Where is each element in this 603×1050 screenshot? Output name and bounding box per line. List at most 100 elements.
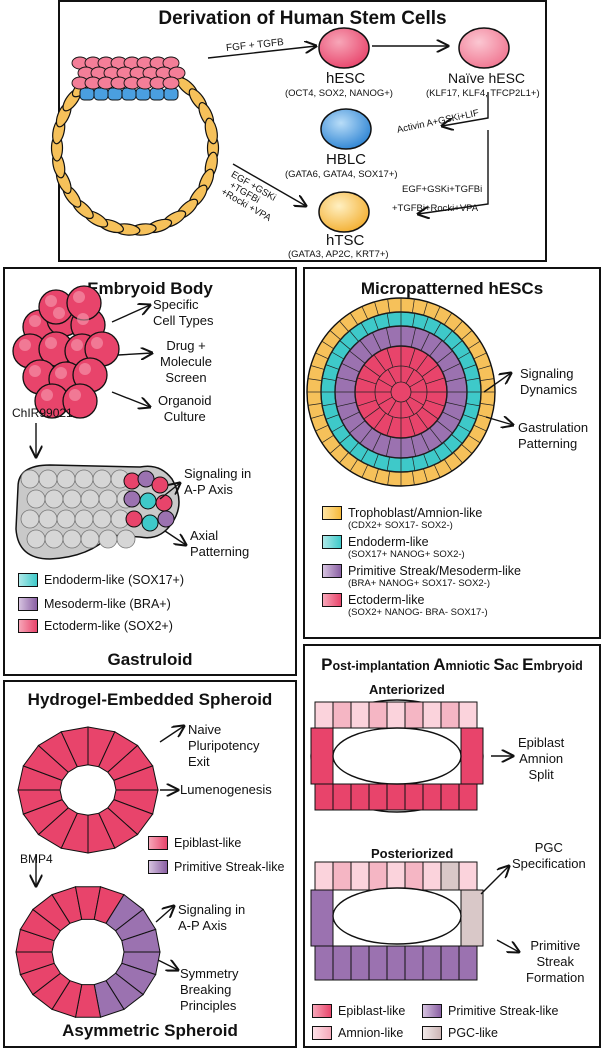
epiblast-cell [440,783,460,811]
hesc-markers: (OCT4, SOX2, NANOG+) [285,88,393,99]
cell-border [359,340,373,357]
gastruloid-cell [26,489,46,509]
cell-border [415,354,429,372]
cell-border [445,376,466,383]
hblc-cell-icon [320,108,372,150]
side-cell [460,889,484,947]
epiblast-cell [458,783,478,811]
trophoblast-markers: (CDX2+ SOX17- SOX2-) [348,520,453,531]
cell-border [360,448,369,462]
anteriorized-label: Anteriorized [369,682,445,697]
streak-cell [386,945,406,981]
amnion-cell [332,701,352,729]
gastruloid-tip-cell [125,510,143,528]
amnion-cell [458,861,478,891]
eb-signaling-label: Signaling in A-P Axis [184,466,252,497]
cell-border [473,424,487,432]
streak-cell [422,945,442,981]
hypoblast-cell [107,87,123,101]
eb-highlight [73,291,85,303]
cell-border [412,471,415,486]
embryoid-title: Embryoid Body [87,279,213,298]
cell-border [433,448,442,462]
cell-border [385,327,392,348]
lumenogenesis-label: Lumenogenesis [180,782,272,797]
cell-border [374,301,379,316]
cell-border [386,313,390,328]
pase-top-lumen [332,727,462,785]
legend-primitive-streak-hg: Primitive Streak-like [148,860,284,874]
gastruloid-tip-cell [141,514,159,532]
cell-border [322,377,337,381]
organoid-culture-label: Organoid Culture [158,393,212,424]
cell-border [307,378,322,381]
cell-border [443,330,453,342]
cell-border [325,414,340,420]
endoderm-mp-swatch [322,535,342,549]
gastruloid-cell [20,469,40,489]
epiblast-pase-swatch [312,1004,332,1018]
eb-highlight [19,339,31,351]
cell-border [433,306,441,320]
streak-cell [440,945,460,981]
hypoblast-cell [121,87,137,101]
cell-border [409,396,424,406]
cell-border [331,424,345,433]
cell-border [341,363,360,373]
cell-border [359,427,373,444]
streak-cell [404,945,424,981]
endoderm-mp-markers: (SOX17+ NANOG+ SOX2-) [348,549,465,560]
side-cell [310,727,334,785]
cell-border [373,354,387,372]
cell-border [410,436,417,457]
epiblast-cell [162,76,180,90]
amnion-cell [440,701,460,729]
cell-border [349,459,359,472]
cell-border [453,320,463,332]
streak-cell [368,945,388,981]
eb-highlight [79,363,91,375]
ectoderm-swatch [18,619,38,633]
side-cell [310,889,334,947]
epiblast-cell [422,783,442,811]
gastruloid-cell [38,509,58,529]
gastruloid-cell [92,469,112,489]
pgc-pase-swatch [422,1026,442,1040]
gastruloid-tip-cell [157,510,175,528]
cell-border [421,364,439,378]
cell-border [325,364,340,370]
primitive-streak-mp-swatch [322,564,342,578]
cell-border [360,322,369,336]
eb-highlight [71,339,83,351]
arrow-to-pgc [480,866,509,895]
cell-border [349,330,359,342]
cell-border [387,298,390,313]
pgc-specification-label: PGC Specification [512,840,586,871]
cell-border [453,452,463,464]
ectoderm-mp-swatch [322,593,342,607]
amnion-cell [350,861,370,891]
legend-epiblast-pase: Epiblast-like [312,1004,405,1018]
cell-border [405,400,415,415]
symmetry-breaking-label: Symmetry Breaking Principles [180,966,239,1013]
cell-border [468,434,481,444]
cell-border [329,444,341,454]
gastruloid-cell [44,489,64,509]
micropattern-colony-icon [306,297,496,487]
egf-right-label: EGF+GSKi+TGFBi+TGFBi+Rocki+VPA [392,184,483,214]
cell-border [412,313,416,328]
cell-border [386,416,394,436]
hg-signaling-label: Signaling in A-P Axis [178,902,246,933]
cell-border [405,369,415,384]
cell-border [387,471,390,486]
legend-primitive-streak-pase: Primitive Streak-like [422,1004,558,1018]
naive-hesc-cell-icon [458,27,510,69]
gastruloid-cell [56,509,76,529]
arrow-to-drug-screen [117,353,152,355]
eb-highlight [29,365,41,377]
legend-trophoblast: Trophoblast/Amnion-like [322,506,521,520]
eb-highlight [41,389,53,401]
cell-border [425,377,445,385]
cell-border [336,376,357,383]
cell-border [315,352,329,360]
